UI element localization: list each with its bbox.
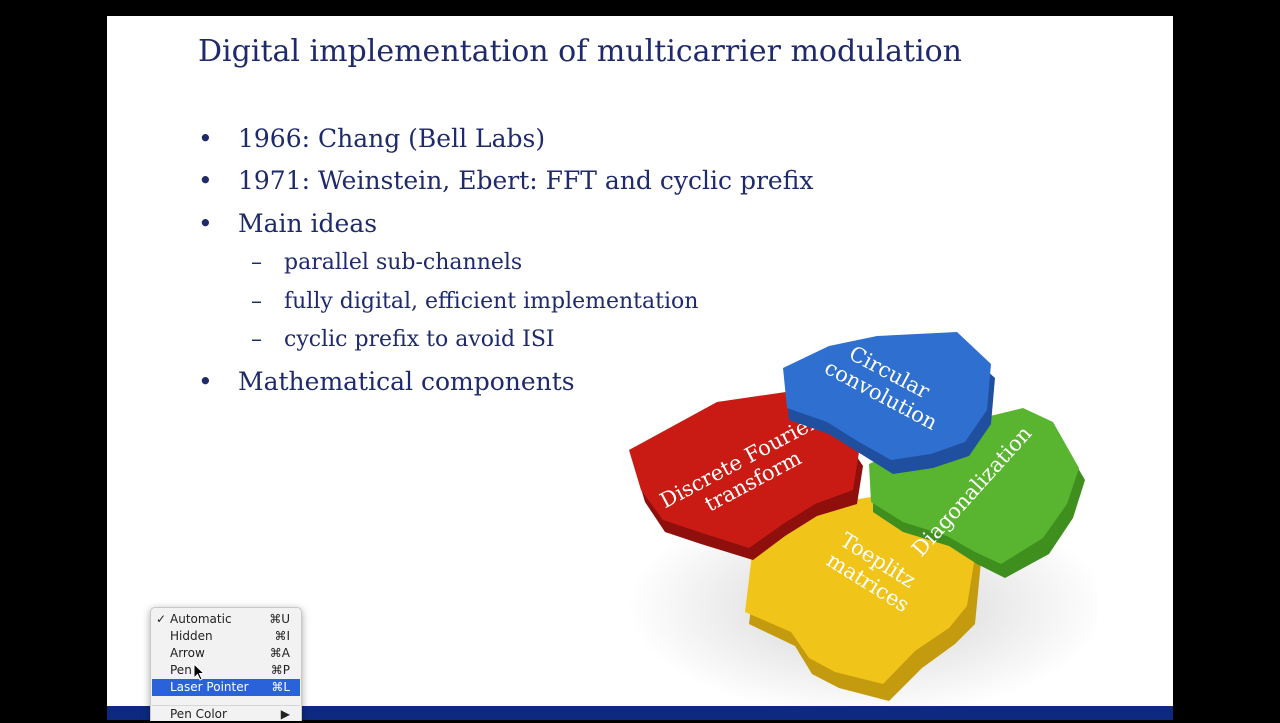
menu-item-shortcut: ⌘I: [274, 629, 290, 643]
bullet-marker: •: [198, 367, 213, 396]
bullet-marker: •: [198, 166, 213, 195]
puzzle-graphic: Toeplitz matrices Diagonalization Discre…: [627, 332, 1097, 706]
puzzle-piece-dft: Discrete Fourier transform: [629, 388, 863, 560]
subbullet-marker: –: [251, 289, 262, 314]
slide-bottom-bar: [107, 706, 1173, 720]
subbullet-text: fully digital, efficient implementation: [284, 289, 699, 314]
checkmark-icon: ✓: [156, 612, 167, 626]
bullet-text: 1966: Chang (Bell Labs): [238, 124, 546, 153]
bullet-text: 1971: Weinstein, Ebert: FFT and cyclic p…: [238, 166, 814, 195]
menu-item-shortcut: ⌘L: [271, 680, 290, 694]
bullet-marker: •: [198, 209, 213, 238]
menu-separator: [152, 705, 300, 706]
puzzle-piece-toeplitz: Toeplitz matrices: [745, 496, 982, 701]
menu-item-pen[interactable]: Pen ⌘P: [152, 662, 300, 679]
pointer-options-menu: ✓ Automatic ⌘U Hidden ⌘I Arrow ⌘A Pen ⌘P…: [150, 607, 302, 721]
menu-item-label: Pen: [170, 663, 192, 677]
subbullet-marker: –: [251, 250, 262, 275]
menu-item-label: Pen Color: [170, 707, 227, 721]
menu-item-label: Laser Pointer: [170, 680, 249, 694]
subbullet-marker: –: [251, 327, 262, 352]
subbullet-text: cyclic prefix to avoid ISI: [284, 327, 555, 352]
puzzle-piece-circular-convolution: Circular convolution: [783, 332, 995, 474]
menu-item-shortcut: ⌘P: [270, 663, 290, 677]
menu-item-shortcut: ⌘A: [269, 646, 290, 660]
menu-item-shortcut: ⌘U: [269, 612, 290, 626]
menu-item-arrow[interactable]: Arrow ⌘A: [152, 645, 300, 662]
submenu-arrow-icon: ▶: [280, 707, 290, 721]
bullet-marker: •: [198, 124, 213, 153]
subbullet-text: parallel sub-channels: [284, 250, 523, 275]
menu-item-label: Automatic: [170, 612, 232, 626]
slide-title: Digital implementation of multicarrier m…: [198, 34, 963, 69]
menu-item-label: Hidden: [170, 629, 213, 643]
menu-item-laser-pointer[interactable]: Laser Pointer ⌘L: [152, 679, 300, 696]
menu-item-label: Arrow: [170, 646, 205, 660]
menu-item-pen-color[interactable]: Pen Color ▶: [152, 706, 300, 723]
mouse-cursor-icon: [193, 663, 205, 681]
menu-item-hidden[interactable]: Hidden ⌘I: [152, 628, 300, 645]
menu-item-automatic[interactable]: ✓ Automatic ⌘U: [152, 611, 300, 628]
bullet-text: Main ideas: [238, 209, 378, 238]
slide: Digital implementation of multicarrier m…: [107, 16, 1173, 720]
bullet-text: Mathematical components: [238, 367, 575, 396]
